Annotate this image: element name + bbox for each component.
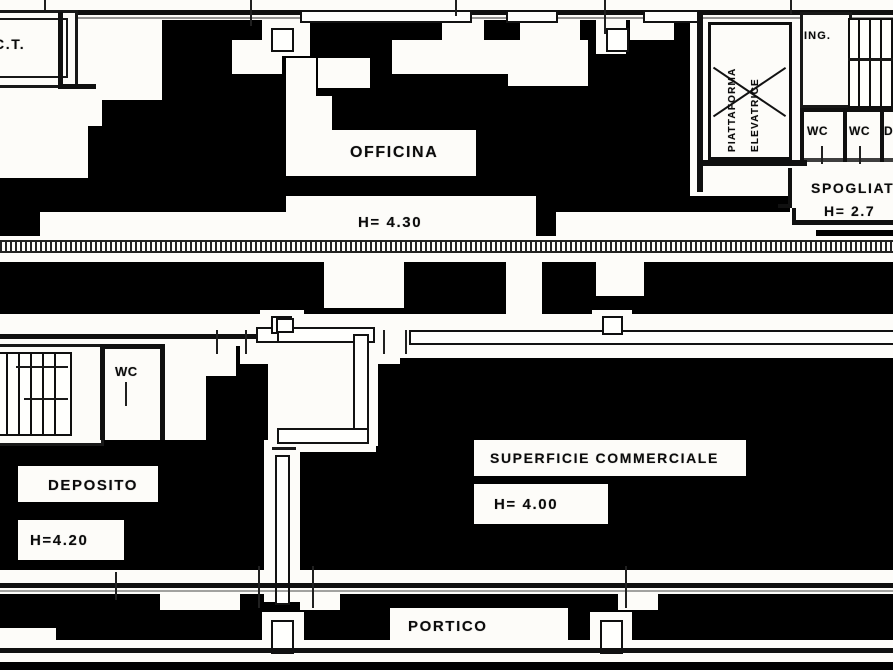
grid-tick-lower-4-fg — [405, 330, 407, 354]
wall-wc-divider-1-fg — [843, 108, 847, 162]
grid-tick-top-2-fg — [250, 0, 252, 26]
label-deposito: DEPOSITO — [48, 477, 139, 494]
wall-wc-left-left-fg — [100, 344, 105, 440]
wall-central-cap-fg — [272, 447, 296, 450]
wall-wc-left-top-fg — [100, 344, 165, 349]
staircase-arrow-line2-fg — [24, 398, 68, 400]
label-superficie: SUPERFICIE COMMERCIALE — [490, 450, 719, 466]
wall-portico-top-fg2 — [0, 590, 893, 592]
partition-top-fg — [277, 327, 375, 343]
reveal-superficie-height — [474, 484, 608, 524]
reveal-portico-label — [390, 608, 568, 642]
label-spogliatoio-fg: SPOGLIAT — [811, 180, 893, 196]
wall-wc-left-right-fg — [160, 344, 165, 440]
wall-spogliatoio-vert-fg — [788, 168, 792, 206]
door-swing-wc-2-fg — [859, 146, 861, 164]
wall-ct-right-fg — [58, 12, 63, 88]
label-elevatrice-fg: ELEVATRICE — [750, 78, 761, 152]
label-piattaforma-fg: PIATTAFORMA — [727, 67, 738, 152]
grid-tick-lower-3-fg — [383, 330, 385, 354]
grid-tick-top-3-fg — [455, 0, 457, 16]
reveal-mid-slot-3 — [596, 258, 644, 296]
reveal-officina-label — [324, 130, 476, 176]
column-top-1-fg — [271, 28, 294, 52]
label-officina: OFFICINA — [350, 144, 439, 161]
partition-bottom-fg — [277, 428, 369, 444]
label-officina-height: H= 4.30 — [358, 214, 423, 231]
label-wc-right-1-fg: WC — [807, 124, 828, 138]
wall-wc-divider-2-fg — [880, 108, 884, 162]
wall-spogliatoio-mark-fg — [778, 204, 792, 208]
label-wc-left-fg: WC — [115, 364, 138, 379]
wall-ct-bottom-fg — [58, 84, 96, 89]
label-deposito-height: H=4.20 — [30, 532, 89, 549]
reveal-column-top-1c — [520, 18, 580, 40]
beam-top-2 — [506, 10, 558, 23]
portico-column-1-fg — [271, 620, 294, 654]
reveal-upper-gap — [392, 40, 528, 74]
label-spogliatoio-height-fg: H= 2.7 — [824, 203, 876, 219]
label-ct: C.T. — [0, 36, 26, 52]
label-ingresso-fg: ING. — [804, 30, 832, 42]
reveal-officina-strip2 — [286, 58, 316, 104]
beam-top-1 — [300, 10, 472, 23]
reveal-superficie-label — [474, 440, 746, 476]
wall-lift-bottom-fg — [697, 160, 807, 166]
grid-tick-portico-1-fg — [258, 566, 260, 608]
label-superficie-height: H= 4.00 — [494, 496, 559, 513]
reveal-lower-left-gap — [200, 314, 236, 376]
door-swing-wc-1-fg — [821, 146, 823, 164]
wall-spogliatoio-bottom-fg — [792, 220, 893, 225]
partition-column-fg — [276, 318, 294, 333]
wall-lower-beam-2-fg — [409, 330, 893, 345]
grid-tick-top-4-fg — [604, 0, 606, 34]
label-portico: PORTICO — [408, 618, 488, 635]
section-hatch-band-fg — [0, 240, 893, 253]
reveal-upper-gap2 — [508, 40, 588, 86]
wall-lower-top-left-fg — [0, 334, 356, 339]
staircase-upper-right-fg — [848, 18, 893, 108]
beam-top-3 — [643, 10, 699, 23]
reveal-mid-slot-1 — [324, 258, 404, 308]
reveal-deposito-height — [18, 520, 124, 560]
column-lower-2-fg — [602, 316, 623, 335]
reveal-column-top-1b — [442, 18, 484, 40]
staircase-lower-left-fg — [0, 352, 72, 436]
grid-tick-portico-4-fg — [115, 572, 117, 600]
door-swing-wc-left-fg — [125, 382, 127, 406]
grid-tick-lower-2-fg — [245, 330, 247, 354]
column-top-2-fg — [606, 28, 629, 52]
reveal-officina-strip — [286, 96, 332, 176]
wall-wc-row-left-fg — [800, 108, 804, 162]
grid-tick-lower-1-fg — [216, 330, 218, 354]
label-wc-right-3-fg: D — [884, 124, 893, 138]
portico-column-2-fg — [600, 620, 623, 654]
room-ct-inner-fg — [0, 18, 68, 78]
wall-portico-bottom-fg — [0, 648, 893, 653]
lift-platform-fg — [708, 22, 792, 160]
wall-central-vertical-fg — [275, 455, 290, 605]
grid-tick-top-1-fg — [44, 0, 46, 18]
reveal-portico-left-gap — [0, 628, 56, 662]
staircase-landing-line-fg — [848, 58, 893, 61]
room-ingresso-fg — [800, 12, 852, 108]
label-wc-right-2-fg: WC — [849, 124, 870, 138]
reveal-column-top-2b — [630, 18, 674, 40]
grid-tick-top-5-fg — [790, 0, 792, 14]
grid-tick-portico-3-fg — [625, 566, 627, 608]
wall-spogliatoio-left-fg — [792, 208, 796, 225]
reveal-deposito-label — [18, 466, 158, 502]
staircase-arrow-line-fg — [16, 366, 68, 368]
reveal-officina-strip3 — [318, 58, 370, 88]
wall-wc-row-bottom-fg — [800, 158, 893, 162]
grid-tick-portico-2-fg — [312, 566, 314, 608]
wall-portico-top-fg — [0, 583, 893, 588]
wall-lift-left-fg — [697, 10, 703, 192]
